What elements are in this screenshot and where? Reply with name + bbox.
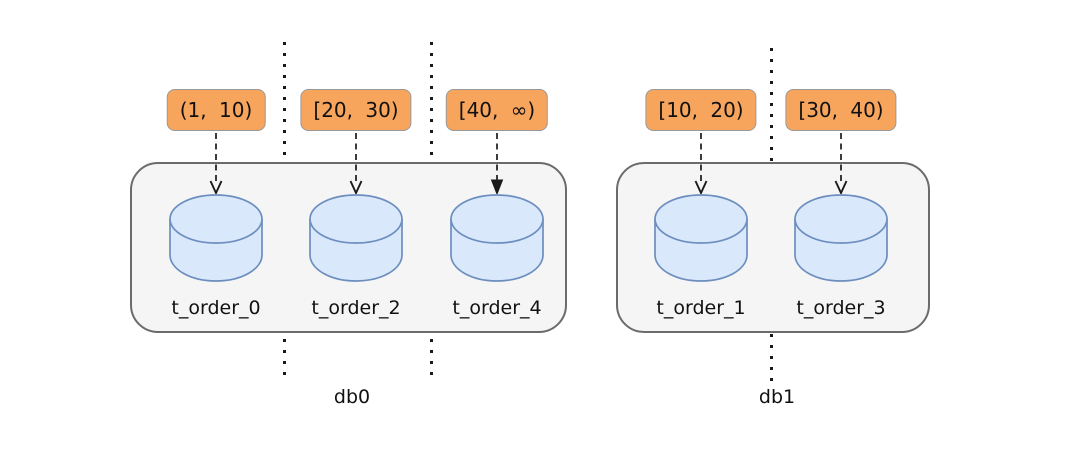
- table-name: t_order_0: [171, 297, 261, 319]
- table-name: t_order_1: [656, 297, 746, 319]
- range-badge: (1, 10): [166, 89, 266, 131]
- database-cylinder-icon: [309, 194, 403, 282]
- dashed-arrow-icon: [694, 133, 708, 194]
- dashed-arrow-icon: [490, 133, 504, 194]
- dashed-arrow-icon: [834, 133, 848, 194]
- range-badge: [20, 30): [300, 89, 412, 131]
- range-badge: [10, 20): [645, 89, 757, 131]
- database-cylinder-icon: [794, 194, 888, 282]
- db-name: db1: [758, 386, 796, 408]
- database-cylinder-icon: [450, 194, 544, 282]
- range-badge: [30, 40): [785, 89, 897, 131]
- table-name: t_order_2: [311, 297, 401, 319]
- dashed-arrow-icon: [349, 133, 363, 194]
- table-name: t_order_4: [452, 297, 542, 319]
- database-cylinder-icon: [169, 194, 263, 282]
- dashed-arrow-icon: [209, 133, 223, 194]
- table-name: t_order_3: [796, 297, 886, 319]
- db-name: db0: [333, 386, 371, 408]
- database-cylinder-icon: [654, 194, 748, 282]
- range-badge: [40, ∞): [445, 89, 549, 131]
